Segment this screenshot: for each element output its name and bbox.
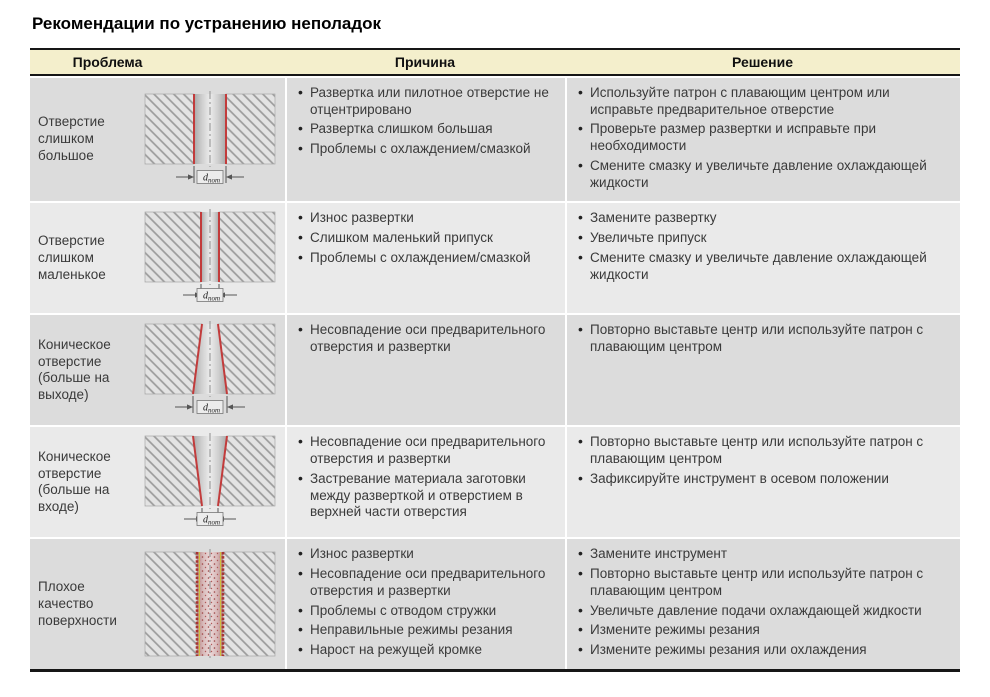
table-body: Отверстие слишком большое dnom Развертка … bbox=[30, 76, 960, 669]
solution-cell: Повторно выставьте центр или используйте… bbox=[565, 315, 960, 426]
solution-item: Замените развертку bbox=[575, 209, 950, 227]
cause-item: Несовпадение оси предварительного отверс… bbox=[295, 433, 555, 467]
solution-item: Увеличьте давление подачи охлаждающей жи… bbox=[575, 602, 950, 620]
solutions-list: Повторно выставьте центр или используйте… bbox=[567, 315, 960, 365]
causes-list: Износ разверткиСлишком маленький припуск… bbox=[287, 203, 565, 276]
hole-cross-section: dnom bbox=[144, 321, 276, 415]
table-row: Отверстие слишком большое dnom Развертка … bbox=[30, 76, 960, 202]
hole-cross-section: dnom bbox=[144, 433, 276, 527]
cause-item: Несовпадение оси предварительного отверс… bbox=[295, 321, 555, 355]
undersized-hole-illustration: dnom bbox=[135, 203, 285, 313]
solution-cell: Замените разверткуУвеличьте припускСмени… bbox=[565, 203, 960, 314]
cause-item: Развертка слишком большая bbox=[295, 120, 555, 138]
header-cause: Причина bbox=[394, 54, 456, 70]
solution-cell: Используйте патрон с плавающим центром и… bbox=[565, 78, 960, 202]
causes-list: Износ разверткиНесовпадение оси предвари… bbox=[287, 539, 565, 668]
solution-cell: Повторно выставьте центр или используйте… bbox=[565, 427, 960, 538]
solutions-list: Замените инструментПовторно выставьте це… bbox=[567, 539, 960, 668]
hole-cross-section bbox=[144, 549, 276, 660]
hole-cross-section: dnom bbox=[144, 90, 276, 184]
problem-cell: Отверстие слишком маленькое dnom bbox=[30, 203, 285, 313]
solution-cell: Замените инструментПовторно выставьте це… bbox=[565, 539, 960, 669]
cause-item: Неправильные режимы резания bbox=[295, 621, 555, 639]
cause-item: Проблемы с отводом стружки bbox=[295, 602, 555, 620]
problem-label: Плохое качество поверхности bbox=[38, 578, 117, 628]
causes-list: Несовпадение оси предварительного отверс… bbox=[287, 315, 565, 365]
page-title: Рекомендации по устранению неполадок bbox=[32, 14, 382, 33]
cause-cell: Износ разверткиНесовпадение оси предвари… bbox=[285, 539, 565, 669]
problem-cell: Отверстие слишком большое dnom bbox=[30, 78, 285, 201]
causes-list: Развертка или пилотное отверстие не отце… bbox=[287, 78, 565, 168]
oversized-hole-illustration: dnom bbox=[135, 85, 285, 195]
cause-item: Слишком маленький припуск bbox=[295, 229, 555, 247]
cause-item: Развертка или пилотное отверстие не отце… bbox=[295, 84, 555, 118]
problem-label: Коническое отверстие (больше на входе) bbox=[38, 448, 111, 515]
solution-item: Смените смазку и увеличьте давление охла… bbox=[575, 157, 950, 191]
cause-item: Нарост на режущей кромке bbox=[295, 641, 555, 659]
causes-list: Несовпадение оси предварительного отверс… bbox=[287, 427, 565, 531]
rough-surface-hole-illustration bbox=[135, 543, 285, 665]
problem-label: Отверстие слишком большое bbox=[38, 114, 105, 164]
header-problem: Проблема bbox=[72, 54, 143, 70]
problem-label: Отверстие слишком маленькое bbox=[38, 233, 106, 282]
troubleshooting-table: Проблема Причина Решение Отверстие слишк… bbox=[30, 48, 960, 672]
table-row: Плохое качество поверхности Износ развер… bbox=[30, 537, 960, 669]
solution-item: Используйте патрон с плавающим центром и… bbox=[575, 84, 950, 118]
cause-item: Застревание материала заготовки между ра… bbox=[295, 470, 555, 521]
cause-item: Проблемы с охлаждением/смазкой bbox=[295, 140, 555, 158]
table-row: Отверстие слишком маленькое dnomИзнос ра… bbox=[30, 201, 960, 314]
solution-item: Зафиксируйте инструмент в осевом положен… bbox=[575, 470, 950, 488]
solution-item: Повторно выставьте центр или используйте… bbox=[575, 565, 950, 599]
problem-cell: Плохое качество поверхности bbox=[30, 539, 285, 668]
cause-cell: Развертка или пилотное отверстие не отце… bbox=[285, 78, 565, 202]
hole-cross-section: dnom bbox=[144, 209, 276, 303]
cause-item: Проблемы с охлаждением/смазкой bbox=[295, 249, 555, 267]
taper-exit-hole-illustration: dnom bbox=[135, 315, 285, 425]
header-solution: Решение bbox=[731, 54, 794, 70]
problem-cell: Коническое отверстие (больше на выходе) … bbox=[30, 315, 285, 425]
taper-entry-hole-illustration: dnom bbox=[135, 427, 285, 537]
table-row: Коническое отверстие (больше на выходе) … bbox=[30, 313, 960, 426]
table-row: Коническое отверстие (больше на входе) d… bbox=[30, 425, 960, 538]
table-header-row: Проблема Причина Решение bbox=[30, 48, 960, 76]
cause-cell: Несовпадение оси предварительного отверс… bbox=[285, 427, 565, 538]
solution-item: Измените режимы резания bbox=[575, 621, 950, 639]
cause-item: Несовпадение оси предварительного отверс… bbox=[295, 565, 555, 599]
cause-cell: Износ разверткиСлишком маленький припуск… bbox=[285, 203, 565, 314]
solution-item: Повторно выставьте центр или используйте… bbox=[575, 433, 950, 467]
solution-item: Измените режимы резания или охлаждения bbox=[575, 641, 950, 659]
solutions-list: Используйте патрон с плавающим центром и… bbox=[567, 78, 960, 201]
cause-item: Износ развертки bbox=[295, 209, 555, 227]
cause-item: Износ развертки bbox=[295, 545, 555, 563]
solution-item: Увеличьте припуск bbox=[575, 229, 950, 247]
solution-item: Повторно выставьте центр или используйте… bbox=[575, 321, 950, 355]
solutions-list: Повторно выставьте центр или используйте… bbox=[567, 427, 960, 497]
cause-cell: Несовпадение оси предварительного отверс… bbox=[285, 315, 565, 426]
solutions-list: Замените разверткуУвеличьте припускСмени… bbox=[567, 203, 960, 293]
solution-item: Смените смазку и увеличьте давление охла… bbox=[575, 249, 950, 283]
problem-label: Коническое отверстие (больше на выходе) bbox=[38, 336, 111, 403]
problem-cell: Коническое отверстие (больше на входе) d… bbox=[30, 427, 285, 537]
solution-item: Замените инструмент bbox=[575, 545, 950, 563]
solution-item: Проверьте размер развертки и исправьте п… bbox=[575, 120, 950, 154]
